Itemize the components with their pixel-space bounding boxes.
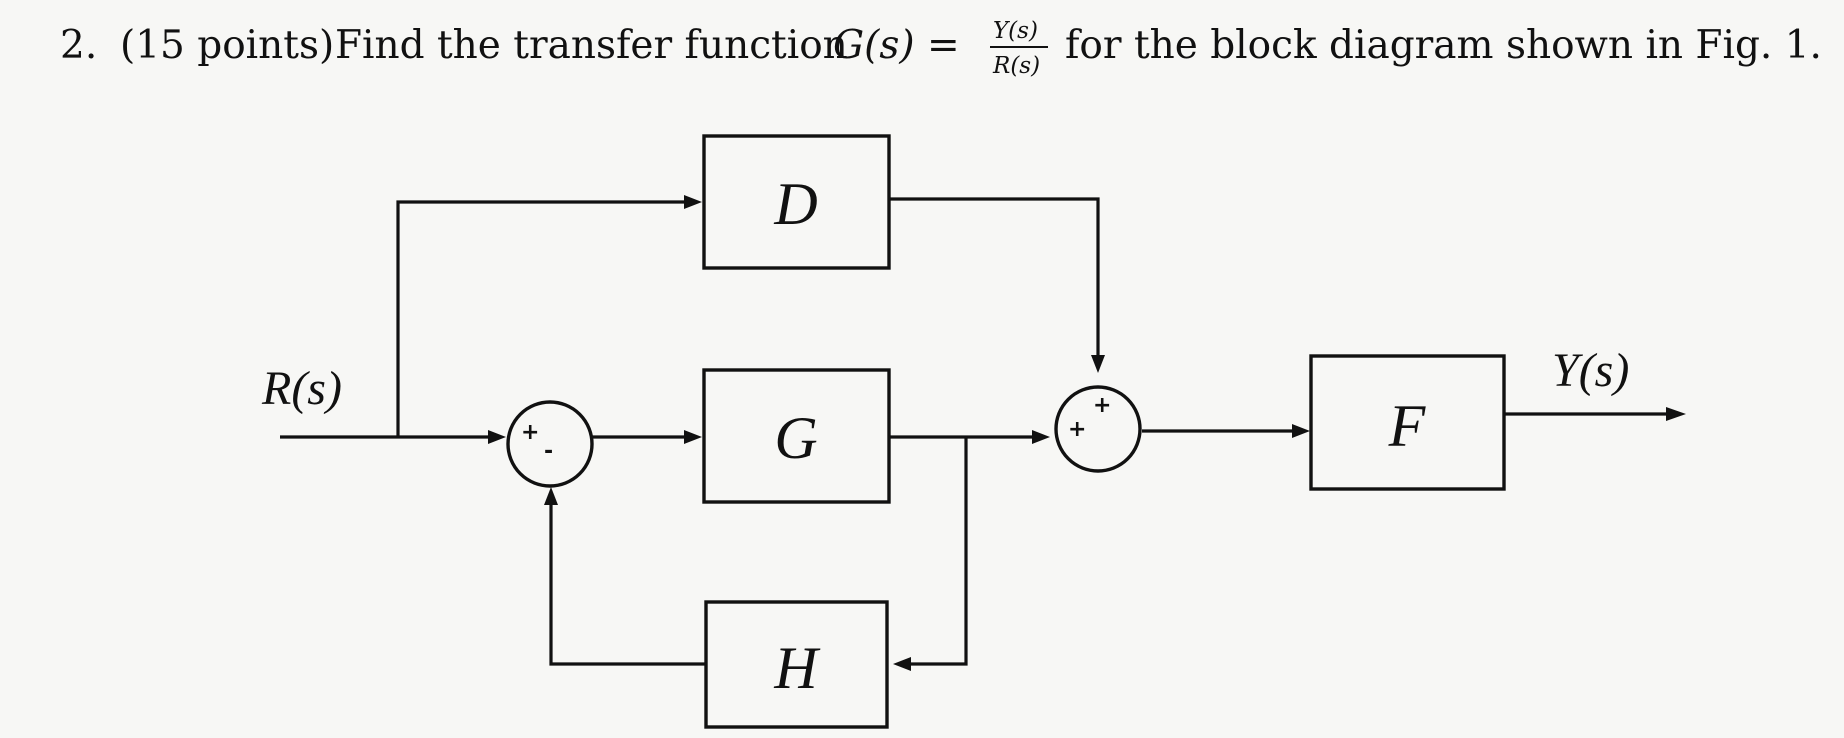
d-output-wire: [890, 197, 1100, 360]
summing-junction-2-circle: [1054, 385, 1142, 473]
arrow-into-sum2-left: [1032, 430, 1050, 444]
input-signal-label: R(s): [261, 362, 342, 415]
fraction-numerator: Y(s): [993, 18, 1038, 44]
block-d-box: [702, 134, 891, 270]
sum2-plus-top-sign: +: [1093, 393, 1111, 418]
question-points: (15 points): [120, 23, 334, 68]
block-g-label: G: [774, 405, 817, 471]
question-function-name: G(s) =: [833, 23, 960, 68]
block-d: D: [702, 134, 891, 270]
sum1-plus-sign: +: [521, 420, 539, 445]
arrow-into-sum1: [488, 430, 506, 444]
question-number: 2.: [60, 23, 97, 68]
output-signal-label: Y(s): [1552, 344, 1629, 397]
block-f-box: [1309, 354, 1506, 491]
block-h-label: H: [773, 635, 821, 701]
arrow-into-d: [684, 195, 702, 209]
summing-junction-1: + -: [506, 400, 594, 488]
summing-junction-1-circle: [506, 400, 594, 488]
block-g-box: [702, 368, 891, 504]
feedback-wire-to-h: [908, 437, 968, 666]
arrow-output: [1666, 407, 1686, 421]
arrow-into-sum1-bottom: [544, 487, 558, 505]
signal-wires: [280, 197, 1668, 666]
block-g: G: [702, 368, 891, 504]
arrow-into-g: [684, 430, 702, 444]
block-h: H: [704, 600, 889, 729]
block-h-box: [704, 600, 889, 729]
sum2-plus-left-sign: +: [1068, 417, 1086, 442]
summing-junction-2: + +: [1054, 385, 1142, 473]
arrowheads: [488, 195, 1686, 671]
question-prompt-end: for the block diagram shown in Fig. 1.: [1065, 23, 1822, 68]
question-prompt: Find the transfer function: [335, 23, 848, 68]
h-output-wire: [549, 500, 706, 666]
block-f: F: [1309, 354, 1506, 491]
arrow-into-f: [1292, 424, 1310, 438]
feedforward-wire-to-d: [396, 200, 688, 437]
arrow-into-sum2-top: [1091, 355, 1105, 373]
block-d-label: D: [773, 171, 817, 237]
arrow-into-h: [893, 657, 911, 671]
sum1-minus-sign: -: [544, 439, 553, 464]
fraction-denominator: R(s): [992, 53, 1040, 79]
block-f-label: F: [1388, 393, 1427, 459]
question-line: 2. (15 points) Find the transfer functio…: [60, 18, 1822, 79]
